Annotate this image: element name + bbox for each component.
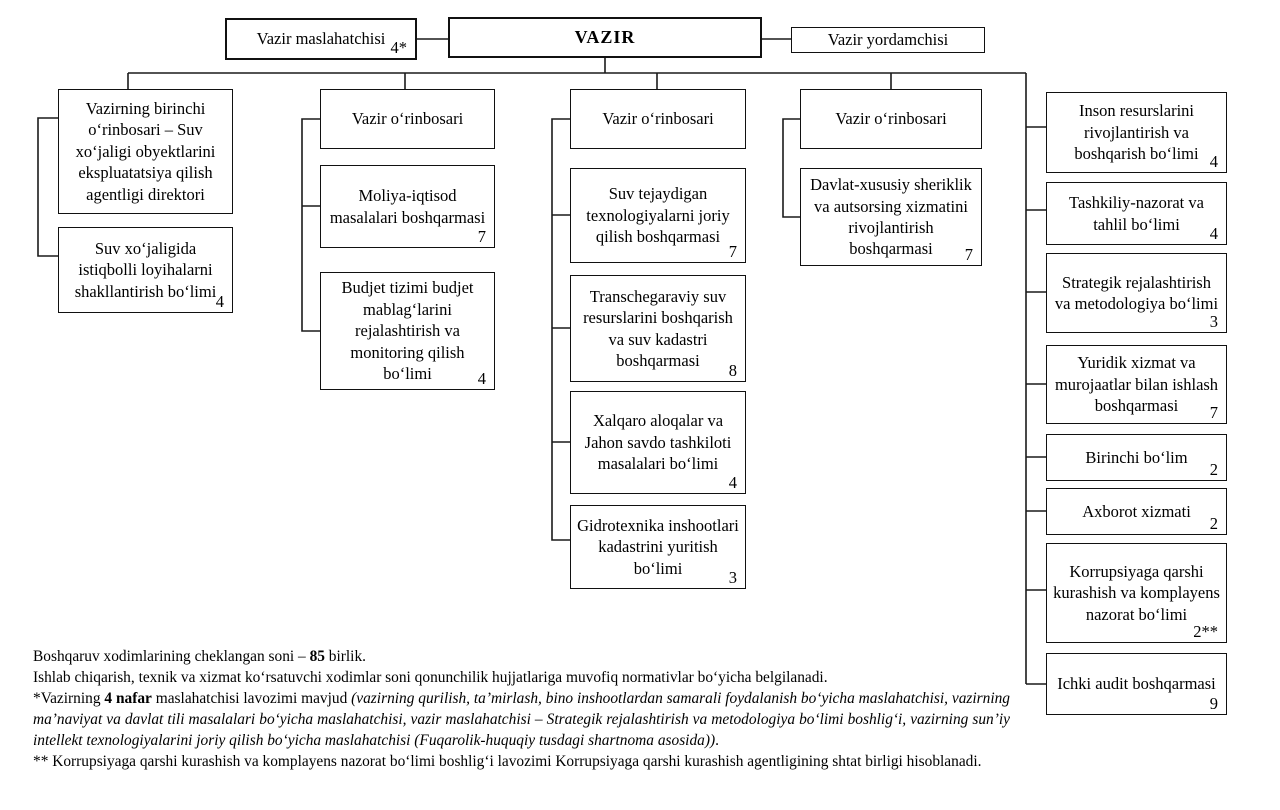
org-box-count: 4* [390,38,408,58]
org-box-hydrotech-cadastre: Gidrotexnika inshootlari kadastrini yuri… [570,505,746,589]
org-box-title: Suv tejaydigan texnologiyalarni joriy qi… [586,184,730,247]
org-box-count: 8 [728,361,737,381]
org-box-title: Ichki audit boshqarmasi [1057,674,1216,694]
org-box-count: 3 [1209,312,1218,332]
footnote-anticorruption: ** Korrupsiyaga qarshi kurashish va komp… [33,753,982,770]
org-box-title: Korrupsiyaga qarshi kurashish va komplay… [1053,561,1220,624]
org-box-minister: VAZIR [448,17,762,58]
org-box-count: 2** [1193,622,1218,642]
org-box-ppp-outsourcing: Davlat-xususiy sheriklik va autsorsing x… [800,168,982,266]
org-box-title: Transchegaraviy suv resurslarini boshqar… [583,286,733,370]
org-box-title: Vazir oʻrinbosari [602,109,714,129]
footnote-text: birlik. [324,648,366,665]
org-box-title: VAZIR [574,26,636,47]
org-box-prospective-projects: Suv xoʻjaligida istiqbolli loyihalarni s… [58,227,233,313]
org-box-deputy-4: Vazir oʻrinbosari [800,89,982,149]
org-box-count: 7 [728,242,737,262]
org-box-minister-assistant: Vazir yordamchisi [791,27,985,53]
org-box-title: Budjet tizimi budjet mablagʻlarini rejal… [341,278,474,384]
org-box-title: Vazirning birinchi oʻrinbosari – Suv xoʻ… [75,98,216,204]
org-box-count: 7 [964,245,973,265]
org-box-count: 4 [728,473,737,493]
org-box-title: Vazir oʻrinbosari [835,109,947,129]
org-box-international-relations: Xalqaro aloqalar va Jahon savdo tashkilo… [570,391,746,494]
org-box-org-control-analysis: Tashkiliy-nazorat va tahlil boʻlimi 4 [1046,182,1227,245]
footnote-text: *Vazirning [33,690,105,707]
org-box-first-department: Birinchi boʻlim 2 [1046,434,1227,481]
footnote-advisors: *Vazirning 4 nafar maslahatchisi lavozim… [33,688,1010,751]
org-box-deputy-3: Vazir oʻrinbosari [570,89,746,149]
footnote-italic: (vazirning qurilish, taʼmirlash, bino in… [33,690,1011,749]
footnote-bold: 4 nafar [104,690,152,707]
org-box-finance-economy: Moliya-iqtisod masalalari boshqarmasi 7 [320,165,495,248]
org-box-title: Gidrotexnika inshootlari kadastrini yuri… [577,515,739,578]
org-box-count: 7 [1209,403,1218,423]
org-box-count: 4 [477,369,486,389]
footnote-staff-limit: Boshqaruv xodimlarining cheklangan soni … [33,646,1010,667]
org-box-count: 2 [1209,460,1218,480]
org-box-count: 4 [1209,152,1218,172]
org-box-title: Suv xoʻjaligida istiqbolli loyihalarni s… [74,238,217,301]
org-box-title: Moliya-iqtisod masalalari boshqarmasi [329,186,486,227]
footnote-text: Boshqaruv xodimlarining cheklangan soni … [33,648,310,665]
org-box-title: Birinchi boʻlim [1085,447,1188,467]
org-box-water-saving-tech: Suv tejaydigan texnologiyalarni joriy qi… [570,168,746,263]
org-box-legal-service: Yuridik xizmat va murojaatlar bilan ishl… [1046,345,1227,424]
org-box-title: Xalqaro aloqalar va Jahon savdo tashkilo… [584,411,732,474]
org-box-title: Strategik rejalashtirish va metodologiya… [1054,272,1219,313]
org-box-human-resources: Inson resurslarini rivojlantirish va bos… [1046,92,1227,173]
footnote-text: maslahatchisi lavozimi mavjud [151,690,352,707]
org-box-title: Inson resurslarini rivojlantirish va bos… [1074,101,1199,164]
footnotes: Boshqaruv xodimlarining cheklangan soni … [33,646,1010,772]
footnote-production-staff: Ishlab chiqarish, texnik va xizmat koʻrs… [33,669,828,686]
org-box-information-service: Axborot xizmati 2 [1046,488,1227,535]
org-box-count: 7 [477,227,486,247]
org-box-anticorruption-compliance: Korrupsiyaga qarshi kurashish va komplay… [1046,543,1227,643]
org-box-title: Vazir yordamchisi [827,30,949,50]
footnote-text: . [715,732,719,749]
org-box-title: Vazir maslahatchisi [256,29,386,49]
org-box-count: 4 [215,292,224,312]
org-box-count: 2 [1209,514,1218,534]
org-box-title: Axborot xizmati [1082,501,1191,521]
org-box-first-deputy: Vazirning birinchi oʻrinbosari – Suv xoʻ… [58,89,233,214]
org-box-title: Davlat-xususiy sheriklik va autsorsing x… [810,175,972,259]
org-box-title: Vazir oʻrinbosari [351,109,464,129]
org-box-deputy-2: Vazir oʻrinbosari [320,89,495,149]
org-box-budget-planning: Budjet tizimi budjet mablagʻlarini rejal… [320,272,495,390]
org-box-count: 3 [728,568,737,588]
org-box-internal-audit: Ichki audit boshqarmasi 9 [1046,653,1227,715]
org-box-minister-advisor: Vazir maslahatchisi 4* [225,18,417,60]
org-box-transboundary-water: Transchegaraviy suv resurslarini boshqar… [570,275,746,382]
org-box-count: 9 [1209,694,1218,714]
org-box-title: Yuridik xizmat va murojaatlar bilan ishl… [1054,353,1219,416]
org-box-title: Tashkiliy-nazorat va tahlil boʻlimi [1069,193,1204,234]
footnote-bold: 85 [309,648,325,665]
org-box-count: 4 [1209,224,1218,244]
org-box-strategic-planning: Strategik rejalashtirish va metodologiya… [1046,253,1227,333]
